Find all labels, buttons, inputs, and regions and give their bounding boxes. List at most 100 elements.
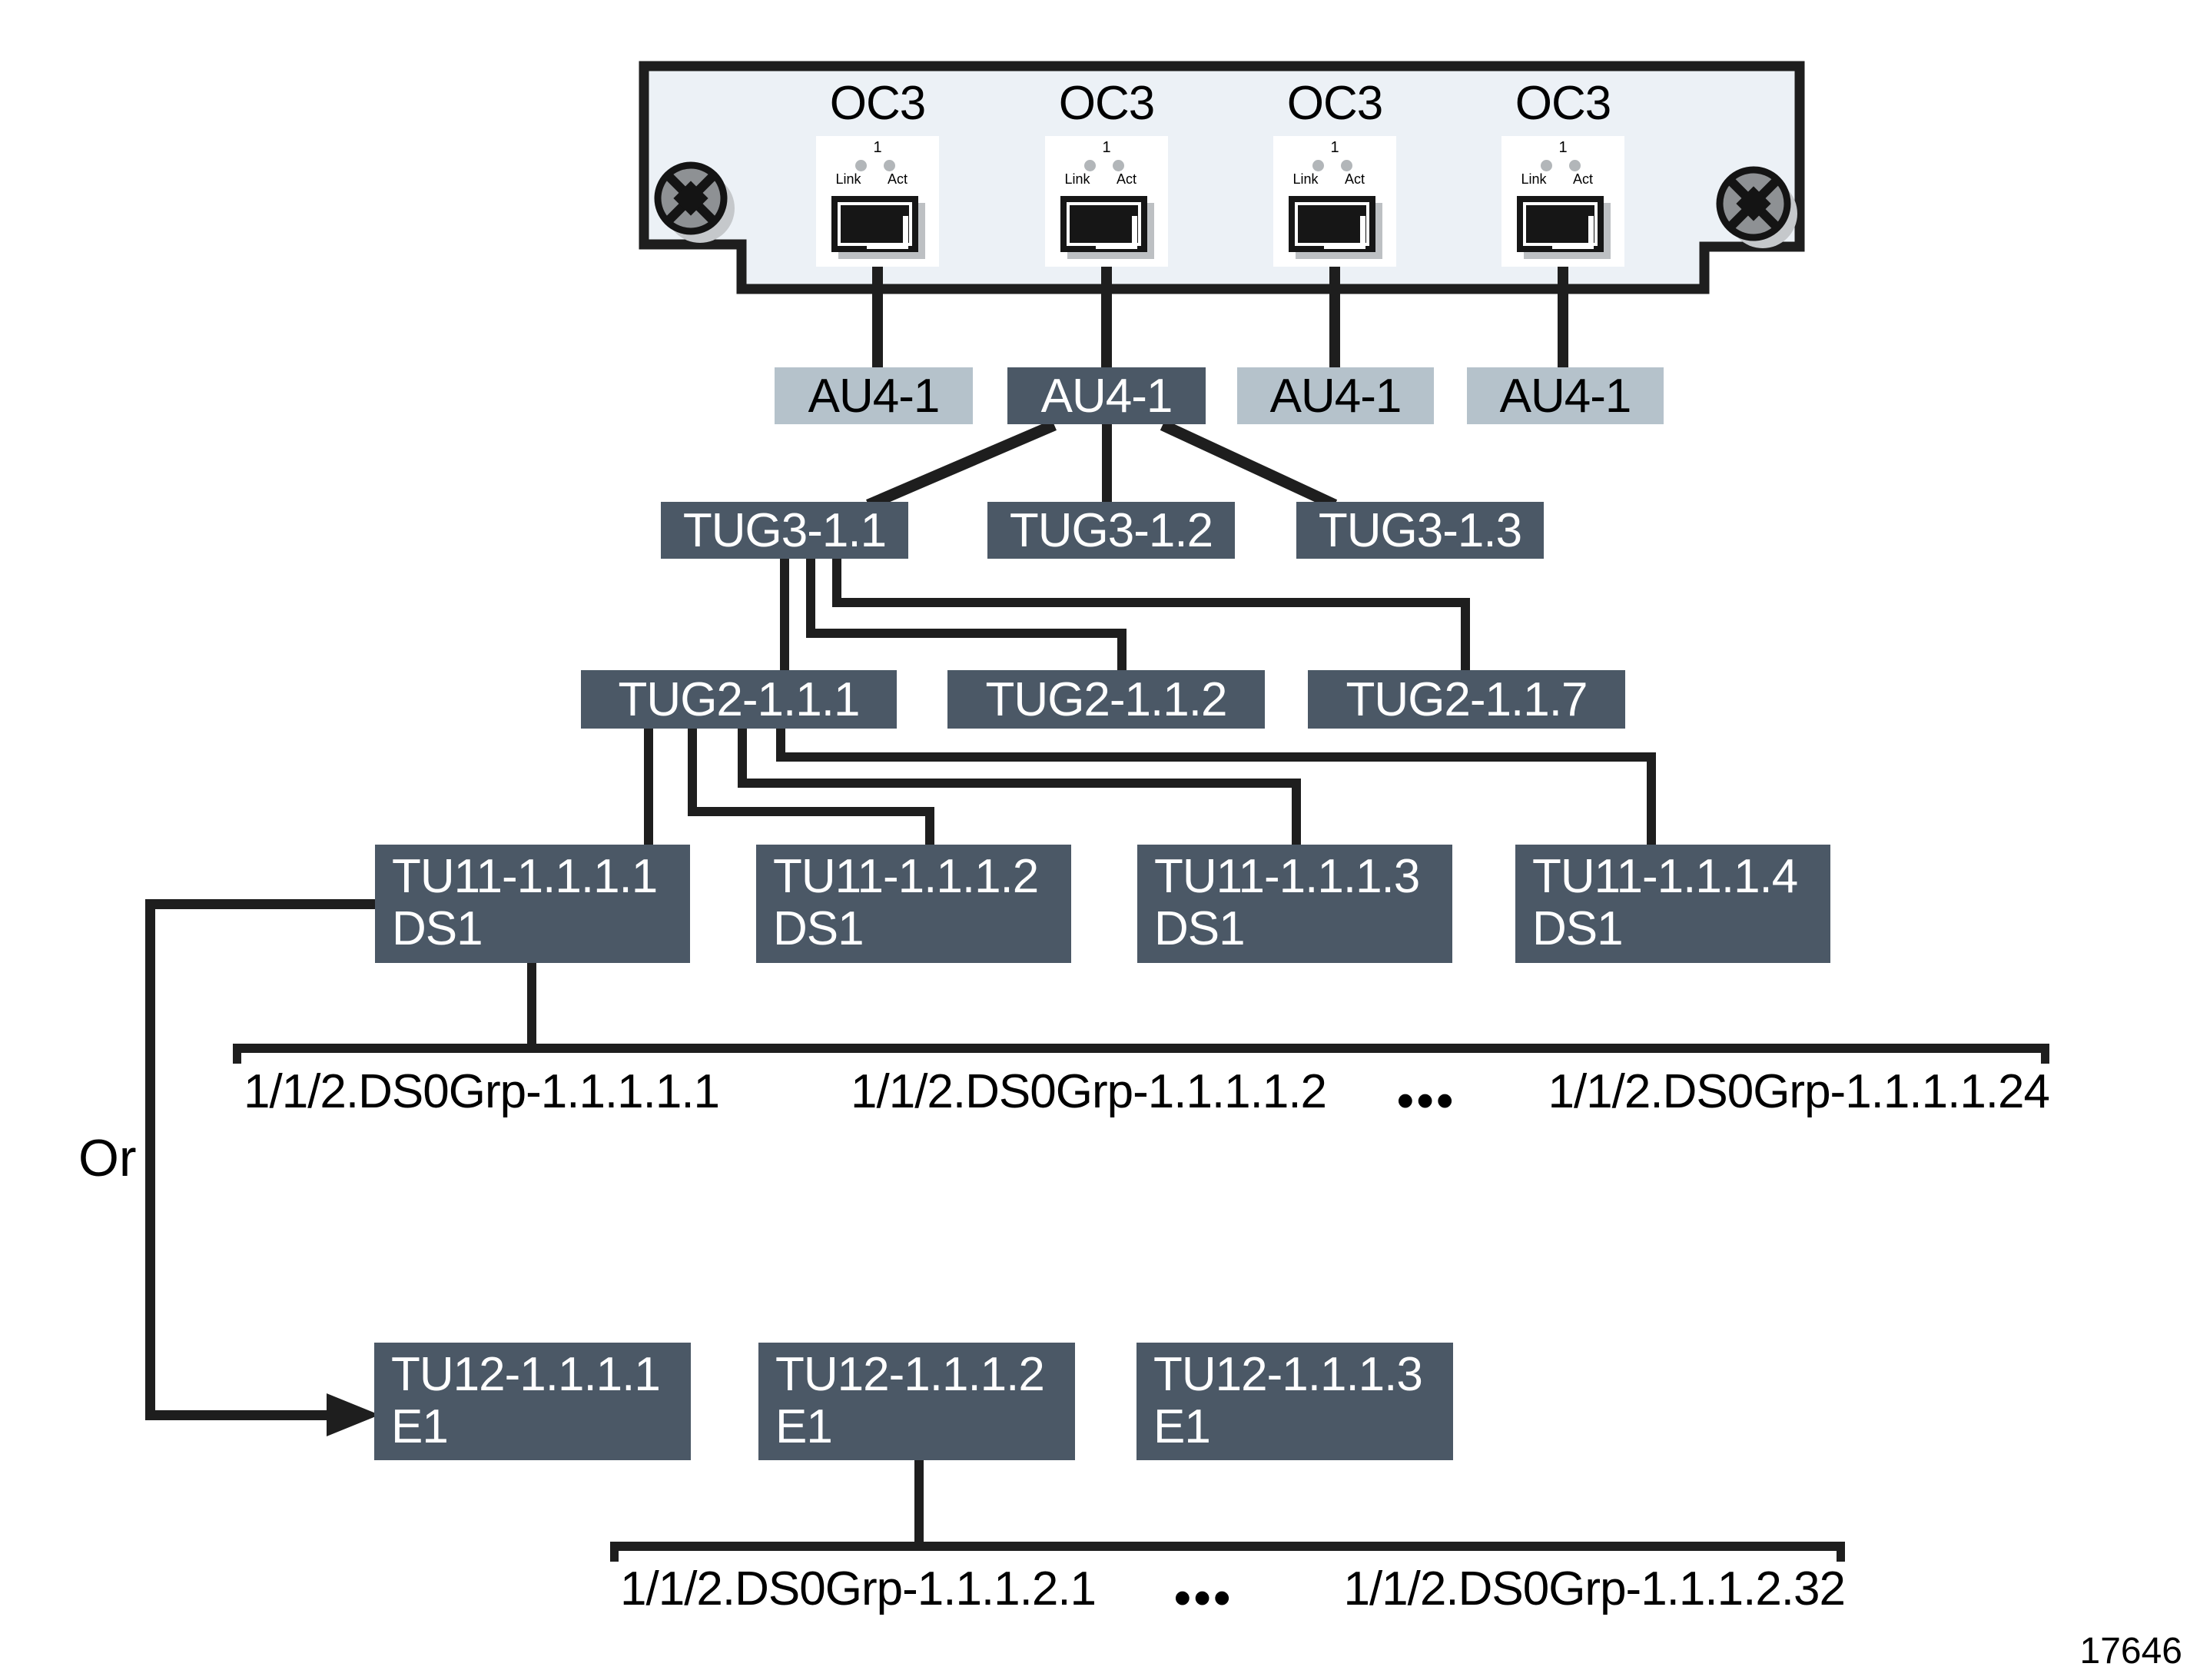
tu11-box-2: TU11-1.1.1.2 DS1 (756, 845, 1071, 963)
connector-line (738, 729, 747, 788)
tu12-box-1: TU12-1.1.1.1 E1 (374, 1343, 691, 1460)
or-label: Or (78, 1129, 137, 1187)
tu11-box-4: TU11-1.1.1.4 DS1 (1515, 845, 1830, 963)
connector-line (872, 266, 883, 367)
link-label: Link (835, 171, 861, 187)
connector-line (527, 963, 536, 1044)
tu12-subtitle: E1 (391, 1400, 449, 1453)
act-label: Act (1116, 171, 1136, 187)
au4-box-1: AU4-1 (775, 367, 973, 424)
connector-line (914, 1460, 924, 1542)
port-number: 1 (873, 139, 882, 156)
link-led-icon (1541, 160, 1552, 171)
connector-line (688, 729, 697, 816)
act-led-icon (1113, 160, 1124, 171)
connector-line (780, 559, 789, 670)
or-path (145, 899, 155, 1420)
connector-line (1461, 598, 1470, 670)
ds0-bracket-2 (610, 1542, 1845, 1551)
connector-line (1647, 752, 1656, 845)
connector-line (832, 598, 1470, 607)
port-panel-1: 1 Link Act (816, 136, 939, 267)
act-label: Act (1344, 171, 1365, 187)
connector-line (832, 559, 841, 607)
link-label: Link (1064, 171, 1090, 187)
tu11-subtitle: DS1 (1154, 902, 1246, 955)
connector-line (1102, 424, 1112, 502)
port-panel-2: 1 Link Act (1045, 136, 1168, 267)
tug3-box-3: TUG3-1.3 (1296, 502, 1544, 559)
connector-line (644, 729, 653, 845)
tu12-box-2: TU12-1.1.1.2 E1 (758, 1343, 1075, 1460)
tu12-title: TU12-1.1.1.2 (775, 1348, 1045, 1401)
screw-left-icon (654, 161, 735, 243)
bracket-tick (1837, 1542, 1845, 1562)
tu12-subtitle: E1 (1153, 1400, 1211, 1453)
tug3-box-1: TUG3-1.1 (661, 502, 908, 559)
port-label: OC3 (829, 77, 926, 130)
port-label: OC3 (1286, 77, 1383, 130)
sfp-connector-icon (831, 196, 925, 259)
tu11-title: TU11-1.1.1.3 (1154, 850, 1420, 903)
ellipsis: ••• (1174, 1572, 1234, 1625)
au4-box-3: AU4-1 (1237, 367, 1434, 424)
tu11-title: TU11-1.1.1.4 (1532, 850, 1798, 903)
connector-line (738, 779, 1301, 788)
tug2-box-2: TUG2-1.1.2 (947, 670, 1265, 729)
ellipsis: ••• (1397, 1074, 1457, 1127)
ds0-label: 1/1/2.DS0Grp-1.1.1.1.24 (1548, 1065, 2050, 1118)
tu11-box-1: TU11-1.1.1.1 DS1 (375, 845, 690, 963)
screw-right-icon (1716, 166, 1797, 248)
bracket-tick (2041, 1044, 2049, 1064)
or-path (145, 1410, 330, 1420)
connector-line (1292, 779, 1301, 845)
connector-line (925, 807, 934, 845)
act-led-icon (1341, 160, 1352, 171)
port-label: OC3 (1515, 77, 1611, 130)
port-number: 1 (1102, 139, 1111, 156)
au4-box-2: AU4-1 (1007, 367, 1206, 424)
tu11-title: TU11-1.1.1.1 (392, 850, 658, 903)
link-label: Link (1521, 171, 1547, 187)
figure-number: 17646 (2079, 1631, 2182, 1672)
tug2-box-3: TUG2-1.1.7 (1308, 670, 1625, 729)
sfp-connector-icon (1060, 196, 1154, 259)
ds0-label: 1/1/2.DS0Grp-1.1.1.2.32 (1343, 1562, 1846, 1615)
connector-line (1117, 629, 1127, 670)
port-number: 1 (1558, 139, 1568, 156)
connector-line (1558, 266, 1568, 367)
port-number: 1 (1330, 139, 1339, 156)
tu12-subtitle: E1 (775, 1400, 833, 1453)
bracket-tick (610, 1542, 619, 1562)
link-led-icon (1312, 160, 1324, 171)
connector-line (1329, 266, 1340, 367)
connector-line (688, 807, 934, 816)
ds0-label: 1/1/2.DS0Grp-1.1.1.2.1 (620, 1562, 1097, 1615)
tu11-subtitle: DS1 (1532, 902, 1624, 955)
connector-au4-tug3-1-1 (866, 420, 1057, 510)
ds0-label: 1/1/2.DS0Grp-1.1.1.1.2 (851, 1065, 1327, 1118)
au4-box-4: AU4-1 (1467, 367, 1664, 424)
connector-au4-tug3-1-3 (1160, 420, 1338, 510)
link-led-icon (1084, 160, 1096, 171)
tu11-box-3: TU11-1.1.1.3 DS1 (1137, 845, 1452, 963)
port-panel-3: 1 Link Act (1273, 136, 1396, 267)
tu11-title: TU11-1.1.1.2 (773, 850, 1039, 903)
connector-line (776, 752, 1656, 762)
arrow-head-icon (327, 1393, 380, 1436)
port-label: OC3 (1058, 77, 1155, 130)
tu12-title: TU12-1.1.1.1 (391, 1348, 661, 1401)
link-label: Link (1292, 171, 1319, 187)
tug2-box-1: TUG2-1.1.1 (581, 670, 897, 729)
act-led-icon (884, 160, 895, 171)
tug3-box-2: TUG3-1.2 (987, 502, 1235, 559)
act-label: Act (887, 171, 908, 187)
tu12-title: TU12-1.1.1.3 (1153, 1348, 1423, 1401)
sfp-connector-icon (1289, 196, 1382, 259)
connector-line (806, 629, 1127, 638)
connector-line (806, 559, 815, 638)
tu11-subtitle: DS1 (773, 902, 864, 955)
tu12-box-3: TU12-1.1.1.3 E1 (1136, 1343, 1453, 1460)
tu11-subtitle: DS1 (392, 902, 483, 955)
link-led-icon (855, 160, 867, 171)
